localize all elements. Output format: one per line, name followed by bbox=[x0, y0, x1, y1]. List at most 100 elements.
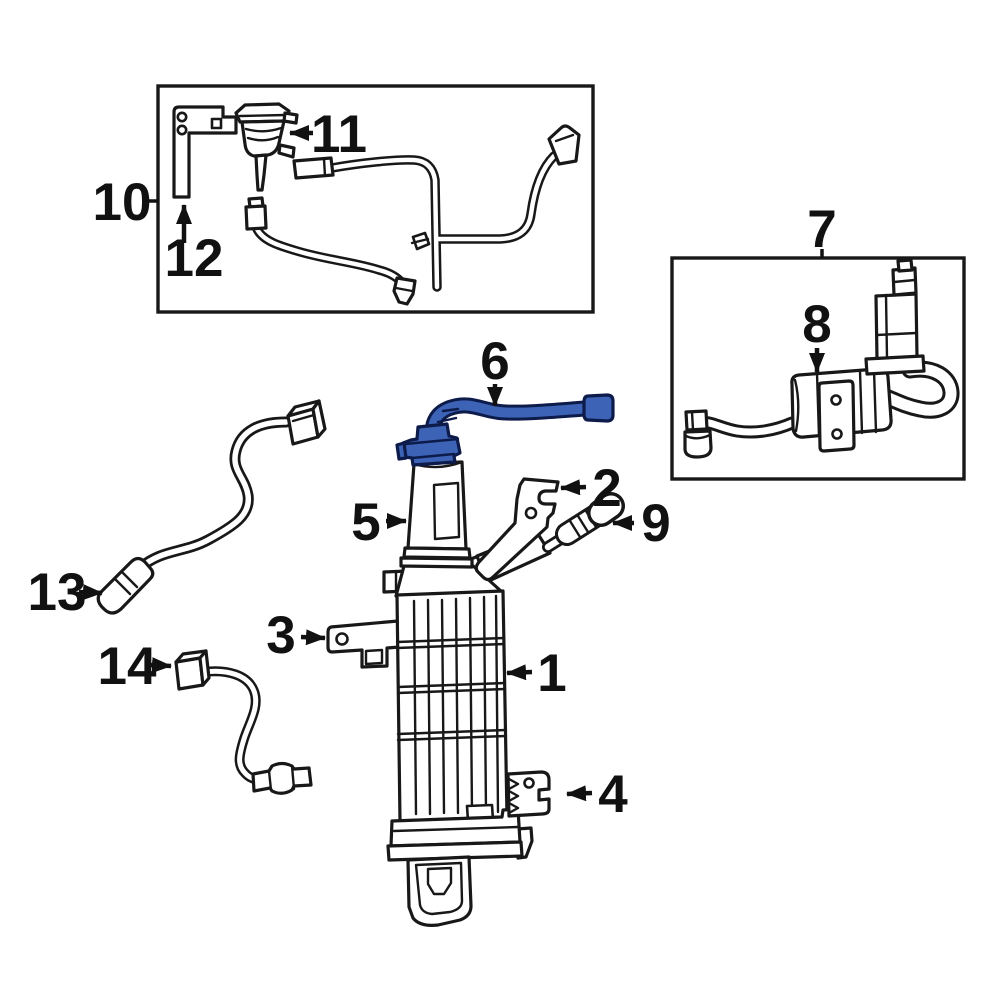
highlight-cap-lines bbox=[403, 437, 460, 460]
canister-bands bbox=[395, 636, 508, 742]
bracket-hole bbox=[335, 632, 349, 646]
callout-label-6: 6 bbox=[480, 332, 509, 391]
part-8-leak-detection-pump bbox=[683, 258, 960, 459]
valve-stem bbox=[254, 153, 268, 192]
callout-label-2: 2 bbox=[592, 459, 621, 518]
bracket-outline bbox=[172, 105, 238, 199]
part-5-filter-tube bbox=[399, 460, 474, 569]
bracket-tab-detail bbox=[364, 648, 384, 666]
hose-nozzle bbox=[392, 276, 417, 306]
highlight-hose-fill bbox=[428, 400, 597, 443]
part-11-solenoid-valve bbox=[234, 102, 299, 192]
bracket-slot bbox=[210, 117, 223, 130]
sensor-cable-inner bbox=[201, 668, 270, 783]
fitting-collar-inner bbox=[590, 495, 622, 524]
callout-label-1: 1 bbox=[537, 644, 566, 703]
callout-label-10: 10 bbox=[93, 173, 152, 232]
callout-arrow-4 bbox=[566, 785, 593, 802]
sensor-cable bbox=[199, 666, 272, 786]
base-foot-hole bbox=[426, 866, 453, 896]
pump-snorkel-lines bbox=[875, 293, 918, 360]
hose-connector-line bbox=[322, 157, 327, 178]
part-14-oxygen-sensor bbox=[174, 649, 313, 795]
vapor-hose-assembly-a bbox=[292, 124, 581, 292]
hose-branch-inner bbox=[435, 153, 557, 242]
callout-arrow-1 bbox=[506, 664, 533, 681]
bracket-chevrons bbox=[507, 777, 520, 815]
pump-snorkel-flange bbox=[864, 354, 926, 376]
part-4-bracket bbox=[506, 770, 551, 818]
pump-top-connector-line bbox=[892, 278, 917, 284]
pump-hose-fitting bbox=[684, 409, 709, 432]
sensor-cable-inner bbox=[137, 419, 289, 571]
callout-label-9: 9 bbox=[641, 494, 670, 553]
highlight-hose-end-fitting bbox=[582, 393, 615, 423]
valve-body-line bbox=[246, 135, 280, 142]
canister-ribs bbox=[412, 594, 500, 816]
part-12-bracket bbox=[172, 105, 238, 199]
sensor-body-lines bbox=[267, 764, 296, 792]
sensor-connector-side bbox=[311, 399, 327, 439]
filter-panel bbox=[432, 481, 461, 541]
part-13-oxygen-sensor bbox=[96, 399, 327, 615]
base-foot bbox=[406, 855, 473, 927]
vapor-hose-assembly-b bbox=[244, 196, 417, 306]
bracket-hole bbox=[176, 111, 188, 123]
hose-clip-line bbox=[410, 237, 430, 245]
callout-label-14: 14 bbox=[98, 637, 157, 696]
callout-label-13: 13 bbox=[28, 563, 87, 622]
hose-nozzle-line bbox=[394, 286, 414, 293]
callout-label-3: 3 bbox=[266, 606, 295, 665]
callout-label-5: 5 bbox=[351, 493, 380, 552]
filter-flange-a bbox=[402, 546, 472, 560]
base-flange-lower bbox=[386, 840, 524, 862]
hose-run-inner bbox=[254, 226, 405, 286]
callout-arrow-3 bbox=[300, 629, 326, 646]
sensor-body-rings bbox=[113, 570, 139, 596]
pump-loop-hose-inner bbox=[880, 363, 957, 416]
pump-top-nub bbox=[896, 258, 914, 273]
filter-flange-b bbox=[399, 556, 474, 569]
bracket-hole bbox=[176, 124, 188, 136]
part-1-vapor-canister-assembly bbox=[326, 393, 625, 927]
valve-cap-line bbox=[238, 113, 287, 118]
sensor-body bbox=[96, 556, 155, 615]
base-flange-line bbox=[392, 825, 520, 833]
inset-box-hoses-group bbox=[156, 84, 595, 314]
callout-label-8: 8 bbox=[802, 295, 831, 354]
highlight-cap-tab bbox=[395, 441, 408, 461]
pump-body-end-arc bbox=[793, 378, 800, 433]
valve-nipple bbox=[277, 143, 296, 159]
base-foot-inner bbox=[414, 861, 464, 916]
part-9-hose-fitting bbox=[542, 492, 625, 553]
sensor-connector-line bbox=[291, 413, 316, 423]
bracket-hole bbox=[524, 506, 538, 520]
pump-left-hose-inner bbox=[693, 418, 796, 436]
callout-label-4: 4 bbox=[598, 765, 628, 824]
pump-hose-cap-line bbox=[684, 433, 712, 440]
pump-hose-cap bbox=[683, 429, 713, 459]
callout-arrow-13 bbox=[78, 584, 103, 601]
pump-bracket-hole bbox=[830, 394, 842, 406]
callout-arrow-14 bbox=[148, 657, 172, 674]
valve-tab bbox=[282, 111, 299, 125]
sensor-connector-side bbox=[198, 649, 211, 687]
hose-run-inner bbox=[329, 157, 440, 290]
callouts: 1 2 3 4 5 6 7 8 9 10 11 12 13 14 bbox=[28, 105, 837, 824]
callout-label-7: 7 bbox=[807, 200, 836, 259]
callout-label-12: 12 bbox=[165, 229, 224, 288]
part-2-bracket bbox=[474, 477, 560, 582]
sensor-cable bbox=[134, 416, 292, 574]
highlight-elbow-joints bbox=[436, 407, 460, 424]
sensor-body bbox=[251, 761, 313, 795]
callout-label-11: 11 bbox=[311, 105, 367, 164]
hose-connector-line bbox=[554, 133, 575, 143]
pump-bracket-hole bbox=[831, 428, 843, 440]
part-3-bracket bbox=[326, 619, 402, 669]
valve-cap bbox=[234, 102, 291, 124]
bracket-outline bbox=[474, 477, 560, 582]
valve-body-line bbox=[244, 126, 283, 133]
pump-bracket-plate bbox=[817, 379, 856, 453]
